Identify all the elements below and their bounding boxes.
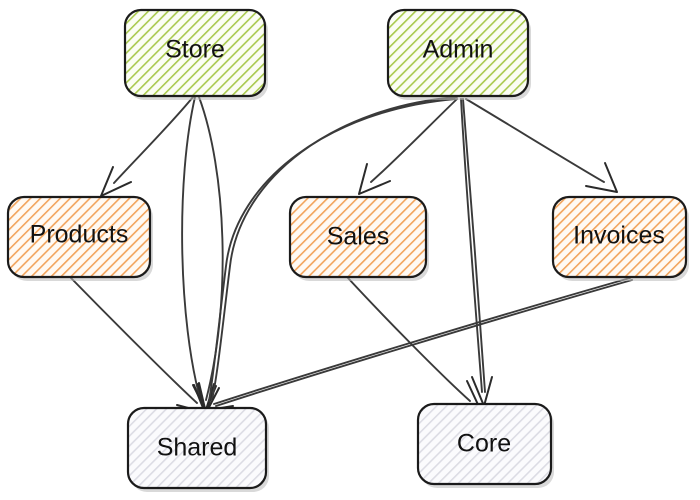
edge-store-shared-a[interactable]	[181, 96, 215, 414]
node-shared[interactable]: Shared	[126, 406, 269, 492]
node-shared-box[interactable]	[126, 406, 268, 490]
edge-products-shared[interactable]	[70, 277, 208, 414]
node-invoices[interactable]: Invoices	[551, 195, 689, 281]
node-admin-box[interactable]	[386, 8, 530, 98]
node-products[interactable]: Products	[6, 195, 153, 281]
node-core[interactable]: Core	[416, 402, 554, 488]
node-layer: Store Admin Products Sales	[6, 8, 689, 492]
node-core-box[interactable]	[416, 402, 553, 486]
node-sales-box[interactable]	[288, 195, 428, 279]
edge-admin-invoices[interactable]	[465, 98, 618, 193]
node-invoices-box[interactable]	[551, 195, 688, 279]
node-store[interactable]: Store	[123, 8, 268, 100]
node-store-box[interactable]	[123, 8, 267, 98]
edge-admin-core[interactable]	[460, 98, 493, 407]
edge-store-products[interactable]	[100, 96, 194, 197]
node-admin[interactable]: Admin	[386, 8, 531, 100]
node-sales[interactable]: Sales	[288, 195, 429, 281]
node-products-box[interactable]	[6, 195, 152, 279]
edge-store-shared-b[interactable]	[197, 96, 224, 414]
edge-layer	[70, 96, 633, 422]
edge-admin-sales[interactable]	[358, 98, 458, 195]
